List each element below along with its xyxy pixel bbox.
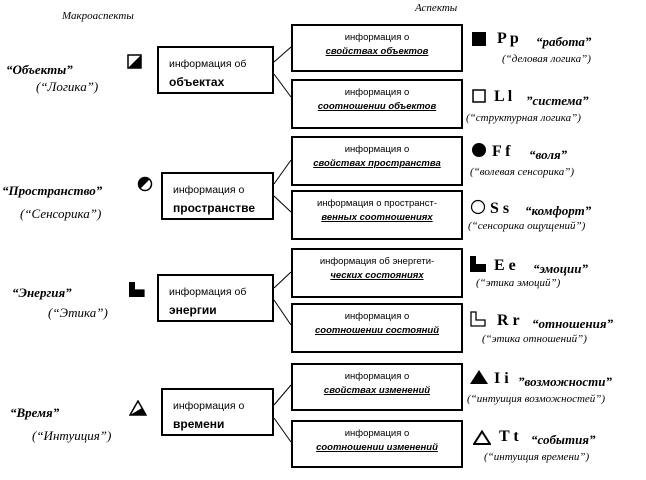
aspect-code: E e (494, 257, 516, 274)
macro-name: “Время” (10, 405, 60, 420)
aspects-header: Аспекты (415, 2, 458, 14)
triangle-half-black-icon (129, 400, 147, 416)
macro-name: “Объекты” (6, 62, 73, 77)
aspect-box-line2: свойствах объектов (325, 46, 429, 57)
aspect-name: “события” (531, 432, 596, 447)
aspect-type: (“деловая логика”) (502, 53, 591, 65)
aspect-name: “работа” (536, 34, 592, 49)
aspect-type: (“интуиция времени”) (484, 451, 590, 463)
aspect-name: ”возможности” (518, 374, 613, 389)
aspect-box-line1: информация об энергети- (319, 256, 435, 267)
aspect-code: P p (497, 30, 519, 47)
aspect-name: “комфорт” (525, 203, 592, 218)
aspect-type: (“структурная логика”) (466, 112, 581, 124)
outline-triangle-icon (473, 430, 491, 445)
aspect-box-line2: соотношении изменений (316, 442, 438, 453)
macroaspects-header: Макроаспекты (62, 10, 134, 22)
macro-box-line2: объектах (169, 75, 225, 89)
macro-box-line1: информация о (173, 400, 245, 412)
macro-info-box: информация об энергии (157, 274, 274, 322)
macro-box-line2: пространстве (173, 201, 255, 215)
aspect-code: L l (494, 88, 513, 105)
aspect-type: (“этика отношений”) (482, 333, 587, 345)
filled-square-icon (472, 32, 486, 46)
macro-type: (“Сенсорика”) (20, 206, 102, 221)
filled-l-shape-icon (470, 256, 486, 272)
aspect-box-line2: венных соотношениях (321, 212, 433, 223)
macro-name: “Энергия” (12, 285, 72, 300)
macro-name: “Пространство” (2, 183, 103, 198)
filled-circle-icon (472, 143, 486, 157)
aspect-code: R r (497, 312, 520, 329)
square-half-black-icon (127, 54, 142, 69)
aspect-box-line1: информация о (344, 311, 410, 322)
aspect-info-box: информация о соотношении объектов (291, 79, 463, 129)
aspect-info-box: информация о соотношении изменений (291, 420, 463, 468)
aspect-code: T t (499, 428, 519, 445)
aspect-box-line1: информация о пространст- (316, 198, 438, 209)
aspect-name: “отношения” (532, 316, 614, 331)
aspect-type: (“волевая сенсорика”) (470, 166, 574, 178)
macro-box-line2: энергии (169, 303, 217, 317)
macro-box-line1: информация о (173, 184, 245, 196)
aspect-box-line1: информация о (344, 87, 410, 98)
aspect-box-line1: информация о (344, 32, 410, 43)
aspect-box-line2: соотношении объектов (317, 101, 437, 112)
filled-triangle-icon (470, 370, 488, 384)
aspect-info-box: информация о свойствах объектов (291, 24, 463, 72)
macro-info-box: информация о времени (161, 388, 274, 436)
aspect-box-line2: ческих состояниях (330, 270, 424, 281)
outline-square-icon (472, 89, 486, 103)
aspect-type: (“сенсорика ощущений”) (468, 220, 586, 232)
aspect-name: ”система” (526, 93, 589, 108)
aspect-type: (“интуиция возможностей”) (467, 393, 606, 405)
aspect-code: I i (494, 370, 509, 387)
macro-info-box: информация об объектах (157, 46, 274, 94)
aspect-box-line2: свойствах изменений (323, 385, 431, 396)
aspect-info-box: информация о пространст- венных соотноше… (291, 190, 463, 240)
aspect-name: “воля” (529, 147, 568, 162)
aspect-box-line1: информация о (344, 371, 410, 382)
l-shape-half-black-icon (129, 282, 145, 297)
aspect-box-line2: соотношении состояний (314, 325, 440, 336)
macro-type: (“Этика”) (48, 305, 108, 320)
aspect-box-line1: информация о (344, 144, 410, 155)
aspect-type: (“этика эмоций”) (476, 277, 561, 289)
aspect-info-box: информация о соотношении состояний (291, 303, 463, 353)
aspect-info-box: информация о свойствах изменений (291, 363, 463, 411)
macro-type: (“Интуиция”) (32, 428, 112, 443)
aspect-code: S s (490, 200, 510, 217)
aspect-box-line1: информация о (344, 428, 410, 439)
aspect-code: F f (492, 143, 511, 160)
macro-info-box: информация о пространстве (161, 172, 274, 220)
aspect-box-line2: свойствах пространства (313, 158, 441, 169)
aspect-name: “эмоции” (533, 261, 588, 276)
macro-box-line1: информация об (169, 58, 247, 70)
aspect-info-box: информация о свойствах пространства (291, 136, 463, 186)
circle-half-black-icon (137, 176, 153, 192)
macro-box-line2: времени (173, 417, 225, 431)
macro-type: (“Логика”) (36, 79, 99, 94)
macro-box-line1: информация об (169, 286, 247, 298)
aspect-info-box: информация об энергети- ческих состояния… (291, 248, 463, 298)
outline-l-shape-icon (470, 311, 486, 327)
outline-circle-icon (470, 199, 486, 215)
